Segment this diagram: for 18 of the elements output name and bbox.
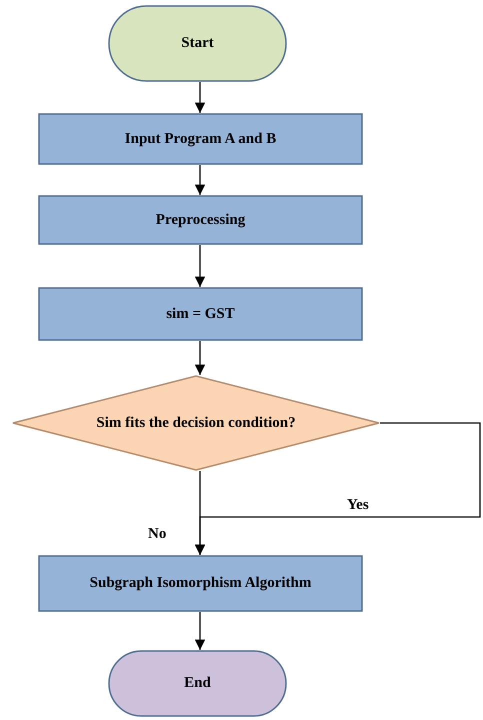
process-box xyxy=(38,113,363,165)
node-label: Subgraph Isomorphism Algorithm xyxy=(90,575,312,592)
arrow xyxy=(194,341,206,375)
process-box xyxy=(38,195,363,245)
arrow xyxy=(194,612,206,650)
node-label: Input Program A and B xyxy=(124,130,276,148)
node-label: Preprocessing xyxy=(156,212,246,228)
arrow xyxy=(194,471,206,555)
node-label: Start xyxy=(181,35,214,52)
node-label: Sim fits the decision condition? xyxy=(96,414,296,432)
arrow xyxy=(194,165,206,195)
arrow xyxy=(194,82,206,113)
node-label: End xyxy=(184,675,211,692)
arrow xyxy=(194,245,206,287)
decision-diamond xyxy=(12,375,380,471)
process-box xyxy=(38,287,363,341)
node-label: sim = GST xyxy=(166,306,235,322)
process-box xyxy=(38,555,363,612)
